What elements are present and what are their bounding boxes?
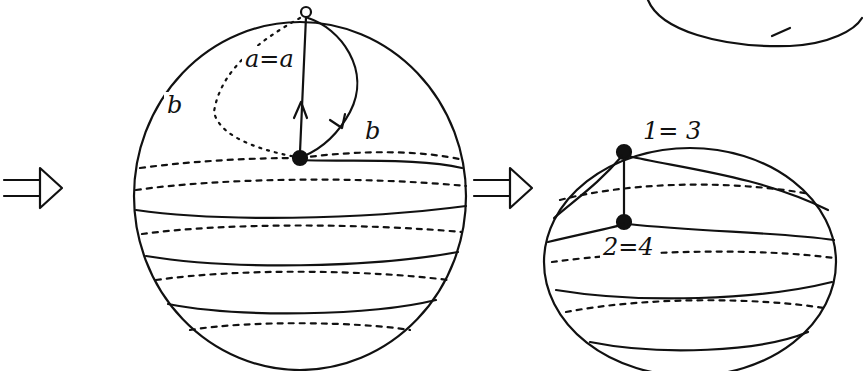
band-back (156, 272, 448, 280)
sketch-label: 1= 3 (640, 118, 704, 144)
sketch-label: a=a (242, 46, 297, 72)
band-front (300, 160, 462, 168)
band-front (146, 252, 458, 265)
band-back (190, 323, 410, 330)
band-back (560, 185, 810, 200)
sphere-outline (134, 22, 466, 370)
meridian (623, 158, 625, 216)
band-front (628, 156, 828, 210)
sketch-label: b (164, 92, 185, 118)
direction-arrow (294, 102, 307, 118)
edge-b (304, 18, 357, 156)
band-back (136, 180, 466, 190)
band-front (628, 224, 834, 240)
implies-arrow (474, 168, 532, 208)
band-back (142, 226, 462, 235)
sketch-label: b (362, 118, 383, 144)
band-back (140, 158, 296, 168)
band-front (136, 206, 466, 218)
sketch-label: 2=4 (600, 234, 657, 260)
band-front (590, 332, 808, 350)
edge-a (300, 17, 306, 152)
band-back (300, 152, 464, 160)
implies-arrow (4, 168, 62, 208)
partial-sphere (648, 0, 862, 46)
band-front (556, 282, 832, 298)
band-front (554, 156, 622, 218)
band-back (552, 252, 834, 262)
band-front (168, 300, 436, 313)
band-back (566, 300, 824, 312)
partial-stroke (772, 28, 790, 36)
pole-dot (301, 7, 311, 17)
pole-dot (617, 215, 631, 229)
direction-arrow (330, 114, 345, 128)
edge-b-back (214, 18, 300, 157)
sphere-outline (544, 148, 836, 371)
